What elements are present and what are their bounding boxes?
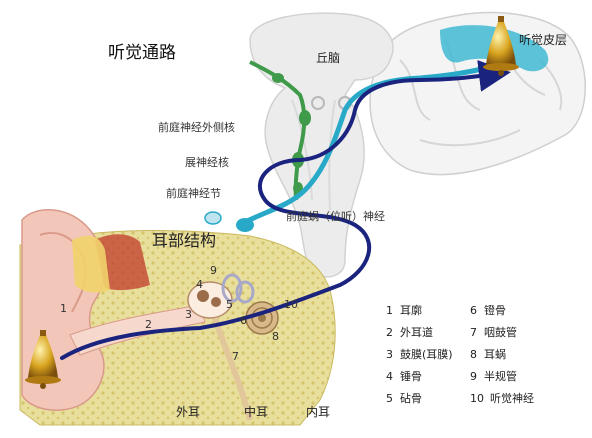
svg-text:耳廓: 耳廓 [400,303,422,317]
svg-text:听觉神经: 听觉神经 [490,391,534,405]
bell-icon-outer [25,330,61,389]
svg-text:2: 2 [386,326,393,339]
middle-ear-cavity [187,281,233,319]
fig-number-2: 2 [145,318,152,331]
label-abducens-nucleus: 展神经核 [185,155,229,169]
legend-item: 9 半规管 [470,369,517,383]
label-vestibular-ganglion: 前庭神经节 [166,186,221,200]
svg-text:8: 8 [470,348,477,361]
label-thalamus: 丘脑 [316,51,340,65]
legend-item: 6 镫骨 [470,304,506,317]
legend-item: 2 外耳道 [386,325,433,339]
fig-number-1: 1 [60,302,67,315]
cyan-nerve-path [242,59,508,225]
svg-text:咽鼓管: 咽鼓管 [484,325,517,339]
fig-number-10: 10 [284,298,298,311]
svg-text:锤骨: 锤骨 [400,369,422,383]
svg-text:7: 7 [470,326,477,339]
label-middle-ear: 中耳 [244,404,268,419]
fig-number-9: 9 [210,264,217,277]
eustachian-tube [212,317,253,421]
legend-item: 8 耳蜗 [470,348,506,361]
legend-item: 10 听觉神经 [470,391,534,405]
temporal-muscle [72,234,150,293]
svg-text:砧骨: 砧骨 [400,391,422,405]
svg-text:3: 3 [386,348,393,361]
label-lateral-nucleus: 前庭神经外侧核 [158,120,235,134]
svg-text:4: 4 [386,370,393,383]
fig-number-3: 3 [185,308,192,321]
legend-item: 1 耳廓 [386,303,422,317]
legend-item: 3 鼓膜(耳膜) [386,347,453,361]
bell-icon-cortex [483,16,519,76]
svg-text:半规管: 半规管 [484,369,517,383]
label-cochlear-nerve: 前庭蜗（位听）神经 [286,209,385,223]
svg-text:鼓膜(耳膜): 鼓膜(耳膜) [400,347,453,361]
auditory-pathway-arrow [60,59,511,360]
label-inner-ear: 内耳 [306,405,330,419]
svg-text:9: 9 [470,370,477,383]
legend-panel [372,292,572,422]
legend-item: 7 咽鼓管 [470,325,517,339]
svg-text:10: 10 [470,392,484,405]
fig-number-6: 6 [240,314,247,327]
svg-text:外耳道: 外耳道 [400,325,433,339]
legend-item: 4 锤骨 [386,369,422,383]
legend-item: 5 砧骨 [386,391,422,405]
svg-text:镫骨: 镫骨 [484,304,506,317]
fig-number-7: 7 [232,350,239,363]
label-outer-ear: 外耳 [176,405,200,419]
vestibular-ganglion [204,211,254,232]
semicircular-canals [221,273,255,304]
svg-text:6: 6 [470,304,477,317]
fig-number-5: 5 [226,298,233,311]
svg-text:1: 1 [386,304,393,317]
label-auditory-cortex: 听觉皮层 [519,33,567,47]
fig-number-4: 4 [196,278,203,291]
page-title: 听觉通路 [108,43,176,63]
fig-number-8: 8 [272,330,279,343]
svg-text:5: 5 [386,392,393,405]
section-ear-title: 耳部结构 [152,231,216,250]
svg-text:耳蜗: 耳蜗 [484,348,506,361]
